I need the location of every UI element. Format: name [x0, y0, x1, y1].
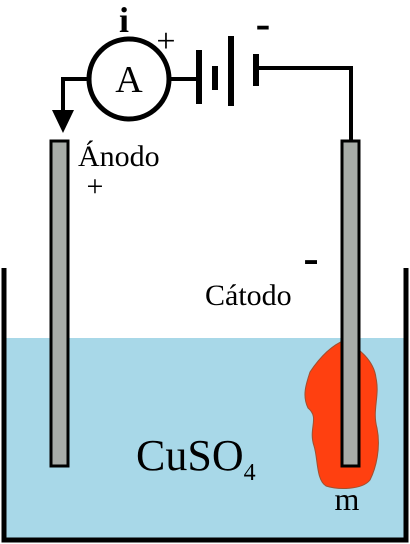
anode-label: Ánodo: [78, 140, 160, 173]
cathode-label: Cátodo: [205, 279, 292, 312]
anode-sign: +: [87, 170, 104, 203]
cathode-electrode: [340, 139, 361, 468]
beaker-container: [1, 268, 409, 543]
ammeter-label: A: [115, 59, 143, 101]
ammeter-circle: [86, 36, 172, 122]
cathode-wire: [258, 66, 353, 142]
solution-formula: CuSO4: [136, 431, 256, 486]
battery: [196, 36, 259, 106]
cathode-sign: -: [303, 232, 318, 283]
battery-positive-label: +: [156, 23, 175, 60]
solution-formula-subscript: 4: [244, 460, 256, 486]
deposit-mass-label: m: [335, 481, 360, 517]
anode-electrode: [49, 139, 70, 468]
solution-formula-main: CuSO: [136, 431, 244, 480]
battery-negative-label: -: [256, 0, 271, 48]
anode-wire: [61, 77, 87, 112]
current-label: i: [119, 0, 129, 40]
current-direction-arrow: [52, 110, 74, 133]
